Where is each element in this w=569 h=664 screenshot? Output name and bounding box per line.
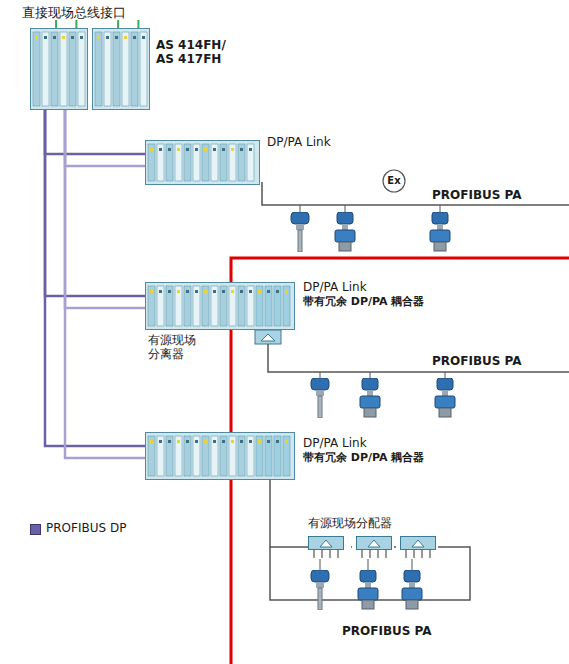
node-label: 带有冗余 DP/PA 耦合器	[303, 295, 424, 309]
dp-pa-link-rack: DP/PA Link带有冗余 DP/PA 耦合器	[145, 282, 295, 330]
node-label: DP/PA Link	[303, 436, 367, 450]
node-label: AS 414FH/ AS 417FH	[156, 38, 230, 66]
diagram-title: 直接现场总线接口	[22, 6, 126, 20]
rack-symbol	[145, 432, 295, 480]
profibus-dp-line	[45, 110, 145, 166]
profibus-pa-line	[270, 480, 308, 547]
field-distributor-group: 有源现场分配器	[306, 536, 440, 560]
controller-rack: AS 414FH/ AS 417FH	[30, 28, 150, 110]
node-label: 带有冗余 DP/PA 耦合器	[303, 451, 424, 465]
bus-label: PROFIBUS PA	[432, 354, 522, 368]
rack-symbol	[30, 28, 150, 110]
profibus-dp-line	[45, 110, 145, 308]
bus-label: PROFIBUS PA	[432, 188, 522, 202]
ex-symbol-text: Ex	[387, 174, 400, 188]
dp-pa-link-rack: DP/PA Link	[145, 140, 260, 185]
node-label: 有源现场分配器	[308, 516, 392, 530]
legend-text: PROFIBUS DP	[46, 521, 126, 535]
legend-swatch	[30, 524, 41, 535]
distributor-symbol	[306, 536, 440, 560]
node-label: DP/PA Link	[267, 135, 331, 149]
dp-pa-link-rack: DP/PA Link带有冗余 DP/PA 耦合器	[145, 432, 295, 480]
bus-label: PROFIBUS PA	[342, 624, 432, 638]
bus-label: 有源现场分离器	[148, 333, 206, 361]
profibus-dp-line	[45, 110, 145, 458]
node-label: DP/PA Link	[303, 280, 367, 294]
rack-symbol	[145, 140, 260, 185]
rack-symbol	[145, 282, 295, 330]
